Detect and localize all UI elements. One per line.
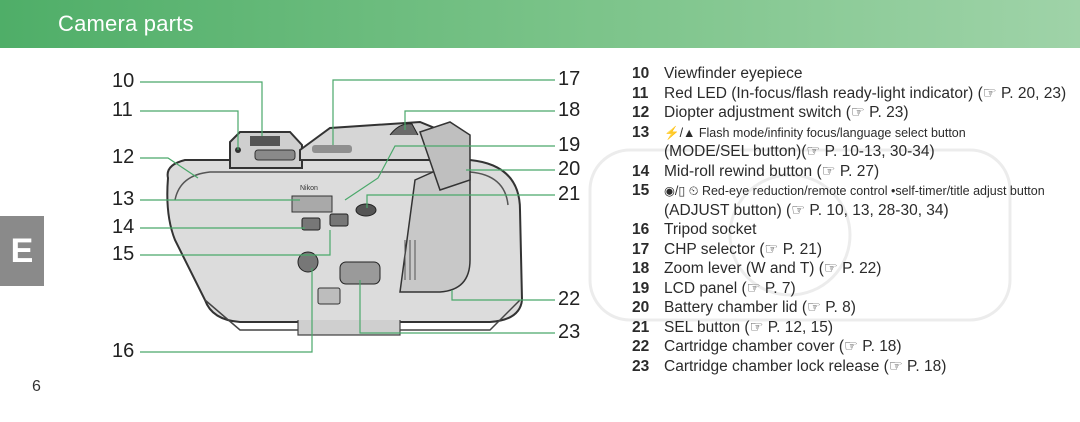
part-description: LCD panel (☞ P. 7): [664, 279, 796, 297]
part-number: 16: [632, 221, 650, 238]
part-description: ◉/▯ ⏲ Red-eye reduction/remote control •…: [664, 184, 1045, 198]
callout-11: 11: [112, 99, 133, 121]
part-description: (MODE/SEL button)(☞ P. 10-13, 30-34): [664, 143, 935, 160]
part-number: 15: [632, 182, 650, 199]
list-item: 22 Cartridge chamber cover (☞ P. 18): [632, 337, 1072, 357]
list-item: 17 CHP selector (☞ P. 21): [632, 240, 1072, 260]
part-number: 14: [632, 162, 650, 180]
list-item: 20 Battery chamber lid (☞ P. 8): [632, 298, 1072, 318]
part-description: SEL button (☞ P. 12, 15): [664, 318, 834, 336]
list-item: 10 Viewfinder eyepiece: [632, 64, 1072, 84]
page-title: Camera parts: [58, 11, 194, 36]
list-item: 18 Zoom lever (W and T) (☞ P. 22): [632, 259, 1072, 279]
part-number: 12: [632, 104, 650, 121]
part-description: Cartridge chamber cover (☞ P. 18): [664, 338, 902, 355]
part-description: Battery chamber lid (☞ P. 8): [664, 299, 856, 316]
callout-18: 18: [558, 99, 581, 121]
part-description: Diopter adjustment switch (☞ P. 23): [664, 104, 909, 121]
callout-12: 12: [112, 146, 135, 168]
list-item: 23 Cartridge chamber lock release (☞ P. 1…: [632, 357, 1072, 377]
section-tab-e: E: [0, 216, 44, 286]
callout-17: 17: [558, 68, 581, 90]
part-description: Mid-roll rewind button (☞ P. 27): [664, 162, 880, 180]
callout-20: 20: [558, 158, 581, 180]
callout-14: 14: [112, 216, 135, 238]
list-item: 21 SEL button (☞ P. 12, 15): [632, 318, 1072, 338]
part-number: 20: [632, 299, 650, 316]
callout-15: 15: [112, 243, 135, 265]
part-description: Zoom lever (W and T) (☞ P. 22): [664, 260, 882, 277]
camera-diagram: Nikon: [140, 79, 555, 353]
header-bar: Camera parts: [0, 0, 1080, 48]
list-item: 19 LCD panel (☞ P. 7): [632, 279, 1072, 299]
leader-lines: [140, 79, 555, 353]
part-number: 22: [632, 338, 650, 355]
part-number: 18: [632, 260, 650, 277]
part-number: 17: [632, 240, 650, 258]
svg-text:Nikon: Nikon: [300, 185, 318, 192]
callout-16: 16: [112, 340, 135, 362]
callout-22: 22: [558, 288, 581, 310]
list-item: 16 Tripod socket: [632, 220, 1072, 240]
list-item: (MODE/SEL button)(☞ P. 10-13, 30-34): [632, 142, 1072, 162]
part-description: Red LED (In-focus/flash ready-light indi…: [664, 84, 1067, 102]
callout-21: 21: [558, 183, 581, 205]
part-number: 13: [632, 123, 650, 141]
list-item: (ADJUST button) (☞ P. 10, 13, 28-30, 34): [632, 201, 1072, 221]
list-item: 11 Red LED (In-focus/flash ready-light in…: [632, 84, 1072, 104]
part-description: Cartridge chamber lock release (☞ P. 18): [664, 357, 947, 375]
list-item: 14 Mid-roll rewind button (☞ P. 27): [632, 162, 1072, 182]
part-number: 23: [632, 357, 650, 375]
parts-list: 10 Viewfinder eyepiece 11 Red LED (In-focu…: [632, 64, 1072, 376]
callout-13: 13: [112, 188, 135, 210]
callout-10: 10: [112, 70, 135, 92]
part-description: ⚡/▲ Flash mode/infinity focus/language s…: [664, 125, 966, 140]
part-description: Tripod socket: [664, 221, 757, 238]
part-description: Viewfinder eyepiece: [664, 65, 803, 82]
part-number: 21: [632, 318, 650, 336]
list-item: 13 ⚡/▲ Flash mode/infinity focus/language…: [632, 123, 1072, 143]
part-description: CHP selector (☞ P. 21): [664, 240, 823, 258]
page-number: 6: [32, 378, 41, 395]
part-number: 19: [632, 279, 650, 297]
list-item: 12 Diopter adjustment switch (☞ P. 23): [632, 103, 1072, 123]
part-number: 11: [632, 84, 649, 102]
bleed-through-graphic: [588, 148, 1012, 322]
part-description: (ADJUST button) (☞ P. 10, 13, 28-30, 34): [664, 201, 949, 219]
callout-19: 19: [558, 134, 581, 156]
callout-23: 23: [558, 321, 581, 343]
part-number: 10: [632, 65, 650, 82]
list-item: 15 ◉/▯ ⏲ Red-eye reduction/remote control…: [632, 181, 1072, 201]
